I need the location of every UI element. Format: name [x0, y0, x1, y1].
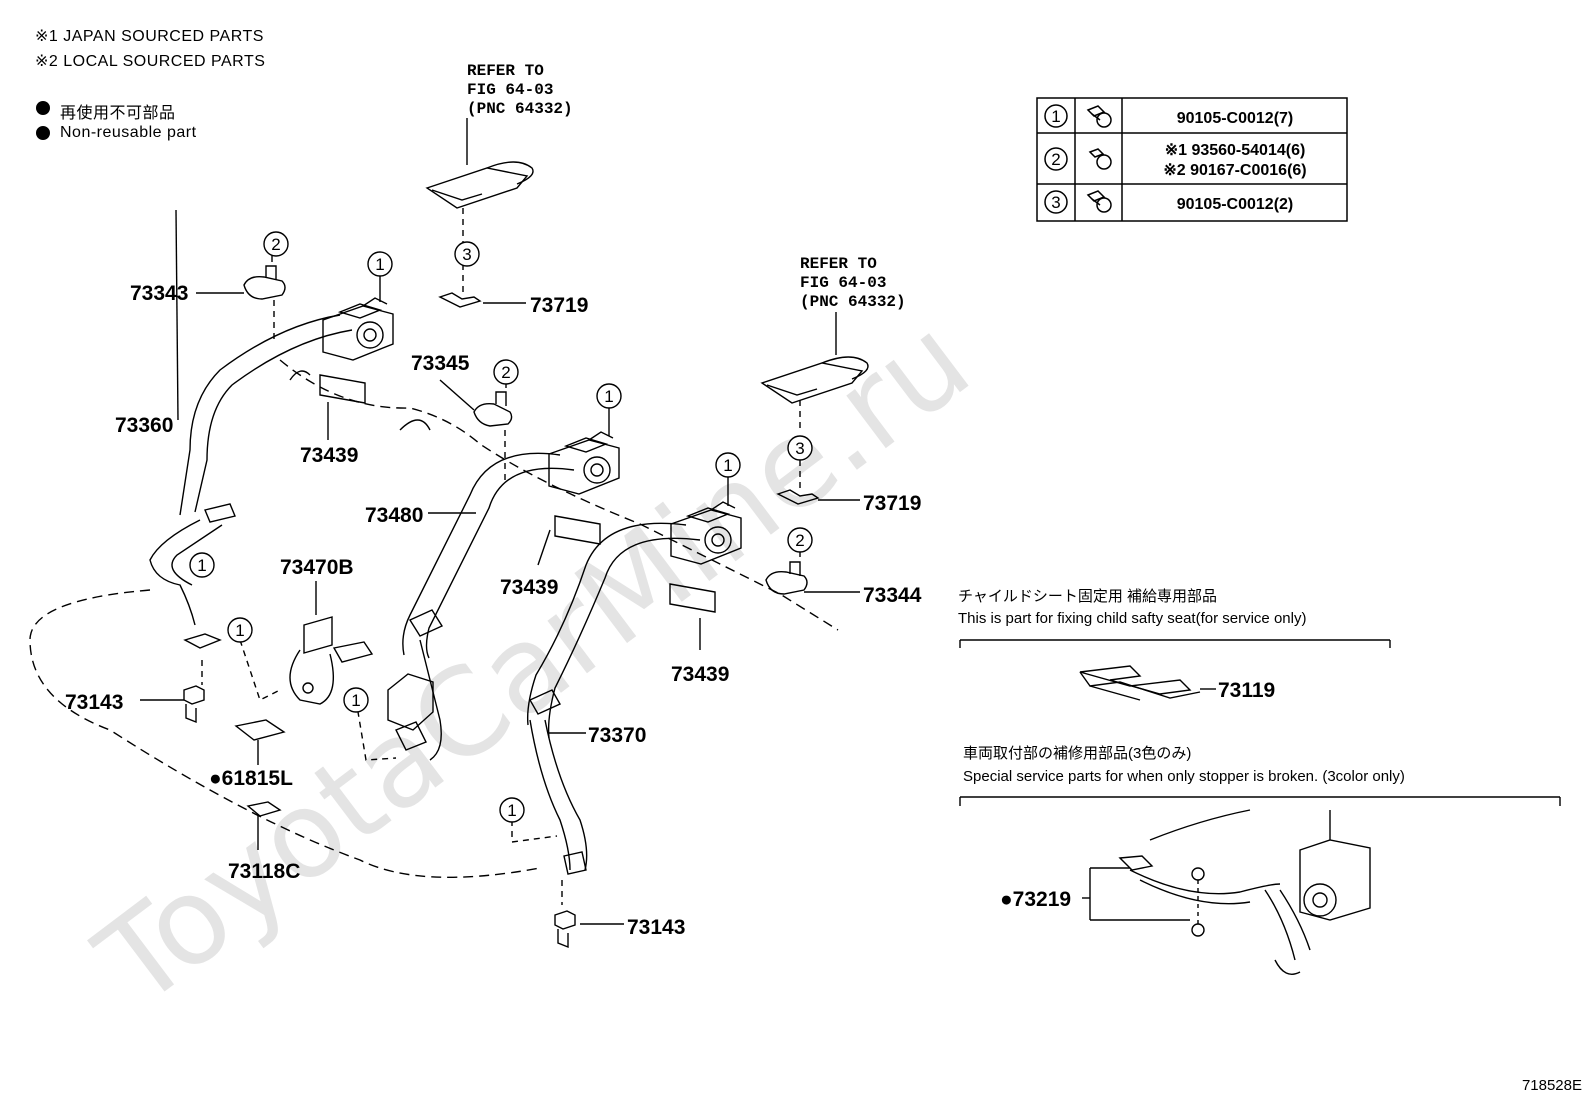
belt-73360: [149, 209, 353, 649]
nonreusable-bullet-icon: [36, 126, 50, 140]
callout-1: 1: [604, 387, 613, 406]
part-label-73119: 73119: [1218, 679, 1275, 702]
callout-1: 1: [235, 621, 244, 640]
table-ref-1: 1: [1051, 107, 1060, 126]
table-part-3: 90105-C0012(2): [1177, 196, 1294, 213]
part-label-73219: ●73219: [1000, 888, 1071, 911]
part-label-73370: 73370: [588, 724, 646, 747]
child-seat-title-jp: チャイルドシート固定用 補給専用部品: [958, 588, 1217, 605]
part-label-73719: 73719: [530, 294, 588, 317]
callout-1: 1: [351, 691, 360, 710]
line-art: [29, 118, 1561, 975]
bolt-icon: [1086, 190, 1112, 213]
part-label-73360: 73360: [115, 414, 173, 437]
refer-note-1-line3: (PNC 64332): [467, 100, 573, 118]
table-ref-3: 3: [1051, 193, 1060, 212]
belt-73480: [387, 452, 575, 761]
legend-note-local: ※2 LOCAL SOURCED PARTS: [35, 53, 266, 70]
legend-nonreusable-en: Non-reusable part: [60, 124, 197, 141]
callout-1: 1: [723, 456, 732, 475]
bolt-icon: [1088, 148, 1112, 170]
callout-1: 1: [507, 801, 516, 820]
bolt-icon: [1086, 105, 1112, 128]
part-label-73439: 73439: [500, 576, 558, 599]
callout-2: 2: [501, 363, 510, 382]
part-label-73470B: 73470B: [280, 556, 354, 579]
refer-note-2-line3: (PNC 64332): [800, 293, 906, 311]
callout-3: 3: [462, 245, 471, 264]
legend-note-japan: ※1 JAPAN SOURCED PARTS: [35, 28, 264, 45]
child-seat-title-en: This is part for fixing child safty seat…: [958, 610, 1306, 627]
belt-73370: [526, 522, 701, 875]
part-label-73344: 73344: [863, 584, 922, 607]
buckle-73470B: [289, 581, 374, 705]
legend-nonreusable-jp: 再使用不可部品: [60, 105, 176, 122]
retractor-left: [322, 275, 394, 361]
retractor-center: [548, 408, 620, 495]
bolt-73143-right: [554, 880, 624, 949]
bolt-73143-left: [140, 660, 205, 724]
trim-cover-top-left: [425, 161, 534, 242]
stopper-title-jp: 車両取付部の補修用部品(3色のみ): [963, 745, 1191, 762]
callout-1: 1: [197, 556, 206, 575]
callout-circles: [189, 231, 813, 823]
part-label-61815L: ●61815L: [209, 767, 293, 790]
callout-1: 1: [375, 255, 384, 274]
part-label-73143: 73143: [627, 916, 685, 939]
watermark: ToyotaCarMine.ru: [73, 291, 995, 1034]
nonreusable-bullet-icon: [36, 101, 50, 115]
callout-2: 2: [795, 531, 804, 550]
anchor-plate-73119: [1079, 665, 1201, 701]
stopper-title-en: Special service parts for when only stop…: [963, 768, 1405, 785]
fastener-table: [1036, 97, 1348, 222]
table-part-2a: ※1 93560-54014(6): [1165, 142, 1306, 159]
figure-id: 718528E: [1522, 1077, 1582, 1094]
refer-note-1-line2: FIG 64-03: [467, 81, 553, 99]
part-label-73439: 73439: [671, 663, 729, 686]
part-label-73118C: 73118C: [228, 860, 300, 883]
refer-note-2-line1: REFER TO: [800, 255, 877, 273]
part-label-73480: 73480: [365, 504, 423, 527]
refer-note-1-line1: REFER TO: [467, 62, 544, 80]
part-label-73345: 73345: [411, 352, 470, 375]
callout-3: 3: [795, 439, 804, 458]
trim-cover-top-right: [760, 356, 869, 432]
retractor-right: [670, 477, 742, 565]
table-ref-2: 2: [1051, 150, 1060, 169]
part-label-73719: 73719: [863, 492, 921, 515]
refer-note-2-line2: FIG 64-03: [800, 274, 886, 292]
table-part-1: 90105-C0012(7): [1177, 110, 1294, 127]
table-part-2b: ※2 90167-C0016(6): [1163, 162, 1306, 179]
part-label-73343: 73343: [130, 282, 188, 305]
part-label-73439: 73439: [300, 444, 358, 467]
part-label-73143: 73143: [65, 691, 123, 714]
stopper-assembly: [1118, 809, 1371, 975]
callout-2: 2: [271, 235, 280, 254]
